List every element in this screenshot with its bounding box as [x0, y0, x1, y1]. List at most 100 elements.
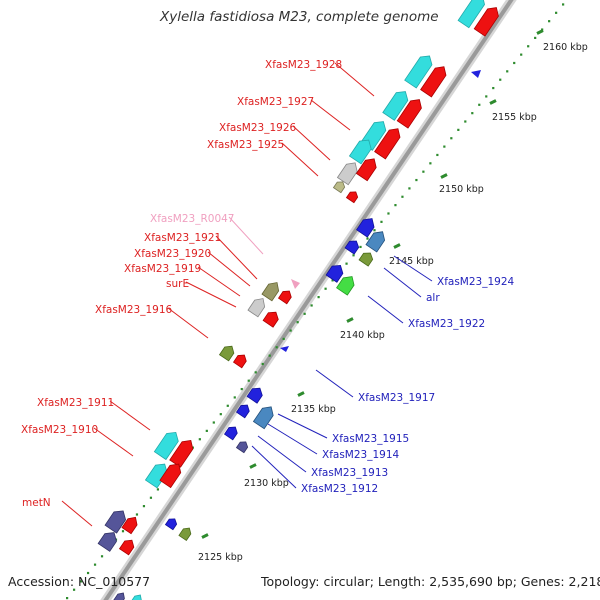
minor-tick: [331, 279, 334, 282]
minor-tick: [296, 321, 299, 324]
major-tick: [393, 243, 401, 249]
kbp-tick-label: 2125 kbp: [198, 552, 243, 563]
gene-arrow: [246, 387, 263, 404]
gene-arrow: [396, 99, 422, 129]
minor-tick: [79, 580, 83, 583]
gene-label-left: XfasM23_1920: [134, 248, 211, 260]
major-tick: [536, 29, 544, 35]
gene-label-left: metN: [22, 497, 51, 509]
minor-tick: [562, 3, 565, 6]
minor-tick: [317, 296, 320, 299]
minor-tick: [534, 36, 537, 40]
major-tick: [297, 391, 305, 397]
leader-line: [310, 99, 351, 131]
gene-arrow: [164, 518, 178, 531]
gene-label-left: XfasM23_1916: [95, 304, 173, 316]
gene-arrow: [261, 282, 280, 302]
leader-line: [215, 235, 258, 280]
gene-arrow: [112, 592, 125, 600]
gene-label-left: XfasM23_1926: [219, 122, 297, 134]
minor-tick: [506, 70, 509, 73]
gene-arrow: [277, 290, 292, 305]
kbp-tick-label: 2150 kbp: [439, 184, 484, 195]
minor-tick: [366, 237, 369, 240]
gene-label-left: XfasM23_1927: [237, 96, 314, 108]
leader-line: [93, 427, 134, 457]
gene-arrow: [345, 191, 359, 204]
gene-marker: [280, 346, 289, 352]
leader-line: [315, 369, 354, 398]
gene-arrow: [325, 264, 344, 283]
gene-arrow: [178, 527, 192, 542]
leader-line: [251, 445, 297, 489]
gene-arrow: [97, 532, 117, 552]
gene-label-right: XfasM23_1917: [358, 392, 435, 404]
minor-tick: [121, 530, 125, 533]
gene-label-right: alr: [426, 292, 440, 304]
minor-tick: [275, 346, 278, 349]
minor-tick: [72, 588, 76, 591]
minor-tick: [408, 187, 411, 190]
major-tick: [249, 463, 257, 469]
minor-tick: [555, 11, 558, 14]
major-tick: [489, 99, 497, 105]
minor-tick: [282, 337, 285, 341]
gene-arrow: [218, 345, 235, 362]
leader-line: [167, 307, 209, 339]
minor-tick: [66, 597, 69, 600]
gene-arrow: [262, 311, 279, 328]
minor-tick: [310, 304, 313, 307]
accession-text: Accession: NC_010577: [8, 574, 151, 589]
gene-arrow: [336, 162, 358, 186]
gene-label-left: XfasM23_1928: [265, 59, 342, 71]
minor-tick: [254, 371, 257, 374]
rna-marker: [291, 279, 300, 289]
minor-tick: [485, 95, 488, 98]
gene-arrow: [118, 539, 135, 556]
gene-arrow: [457, 0, 485, 29]
minor-tick: [142, 505, 146, 508]
gene-arrow: [159, 463, 182, 489]
gene-label-left: surE: [166, 278, 189, 290]
minor-tick: [436, 153, 439, 157]
leader-line: [61, 500, 93, 527]
minor-tick: [478, 103, 481, 106]
minor-tick: [345, 262, 348, 265]
gene-arrow: [365, 231, 386, 253]
leader-line: [277, 413, 328, 439]
gene-arrow: [129, 594, 142, 600]
minor-tick: [352, 254, 355, 257]
gene-arrow: [358, 252, 374, 267]
backbone-line: [103, 0, 514, 600]
leader-line: [109, 400, 151, 431]
minor-tick: [499, 78, 502, 81]
minor-tick: [135, 513, 139, 516]
minor-tick: [289, 329, 292, 332]
genome-title: Xylella fastidiosa M23, complete genome: [160, 9, 439, 25]
minor-tick: [205, 429, 208, 432]
gene-arrow: [420, 66, 447, 98]
gene-arrow: [382, 91, 409, 121]
minor-tick: [513, 61, 516, 65]
major-tick: [346, 317, 354, 323]
gene-label-left: XfasM23_1925: [207, 139, 284, 151]
kbp-tick-label: 2160 kbp: [543, 42, 588, 53]
gene-arrow: [374, 128, 401, 160]
kbp-tick-label: 2130 kbp: [244, 478, 289, 489]
leader-line: [257, 435, 307, 473]
leader-line: [281, 142, 319, 177]
leader-line: [367, 295, 404, 324]
minor-tick: [527, 45, 530, 48]
minor-tick: [240, 387, 243, 391]
gene-arrow: [223, 426, 238, 441]
leader-line: [185, 281, 237, 308]
minor-tick: [93, 563, 97, 566]
minor-tick: [233, 396, 236, 399]
minor-tick: [303, 312, 306, 315]
gene-label-right: XfasM23_1912: [301, 483, 378, 495]
gene-arrow: [348, 139, 372, 165]
gene-label-right: XfasM23_1915: [332, 433, 409, 445]
gene-label-right: XfasM23_1922: [408, 318, 485, 330]
kbp-tick-label: 2135 kbp: [291, 404, 336, 415]
